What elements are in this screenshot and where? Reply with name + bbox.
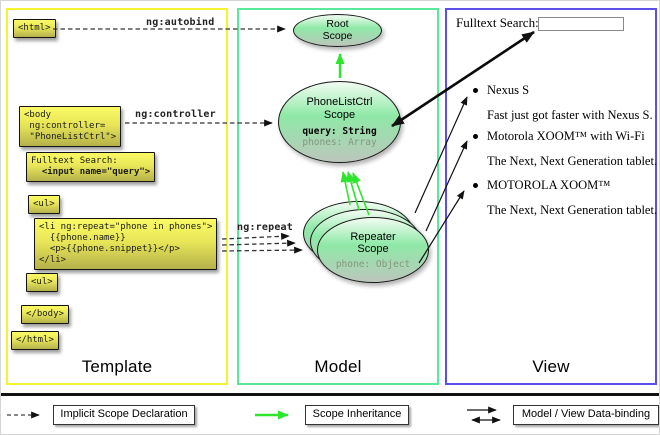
code-box-body-close: </body> (21, 305, 69, 324)
repeater-scope-ellipse: Repeater Scope phone: Object (317, 217, 429, 283)
view-item-name: Nexus S (487, 83, 530, 97)
view-item-desc: Fast just got faster with Nexus S. (487, 108, 653, 122)
code-box-ul-open: <ul> (28, 195, 60, 214)
phonelistctrl-scope-title: PhoneListCtrl Scope (306, 96, 373, 121)
legend-separator (1, 393, 659, 396)
legend-data-binding-label: Model / View Data-binding (513, 405, 659, 425)
scope-prop-phones: phones: Array (302, 137, 377, 148)
bullet-icon (473, 88, 478, 93)
model-panel (237, 8, 439, 385)
scope-prop-query: query: String (302, 126, 377, 137)
code-box-html-open: <html> (13, 19, 56, 38)
repeater-scope-title: Repeater Scope (350, 230, 396, 256)
scope-prop-phone: phone: Object (335, 258, 411, 270)
bullet-icon (473, 183, 478, 188)
fulltext-search-input[interactable] (538, 17, 624, 31)
label-ng-repeat: ng:repeat (237, 222, 293, 233)
view-item-name: MOTOROLA XOOM™ (487, 178, 611, 192)
model-panel-title: Model (314, 357, 362, 376)
view-item-motorola-xoom-wifi: Motorola XOOM™ with Wi-Fi The Next, Next… (473, 129, 657, 169)
view-panel-title: View (532, 357, 570, 376)
code-box-fulltext: Fulltext Search: <input name="query"> (26, 152, 156, 182)
legend-implicit-scope-label: Implicit Scope Declaration (53, 405, 195, 425)
root-scope-ellipse: Root Scope (293, 14, 382, 47)
view-item-name: Motorola XOOM™ with Wi-Fi (487, 129, 645, 143)
code-box-li-repeat: <li ng:repeat="phone in phones"> {{phone… (34, 218, 218, 270)
template-panel-title: Template (81, 357, 153, 376)
code-fulltext-label: Fulltext Search: (31, 156, 118, 166)
legend-binding-arrows (467, 406, 501, 424)
legend-scope-inheritance-label: Scope Inheritance (305, 405, 409, 425)
fulltext-search-label: Fulltext Search: (456, 15, 539, 30)
view-item-desc: The Next, Next Generation tablet. (487, 203, 658, 217)
view-item-nexus: Nexus S Fast just got faster with Nexus … (473, 83, 653, 123)
bullet-icon (473, 134, 478, 139)
code-box-ul-close: <ul> (26, 273, 58, 292)
code-fulltext-input: <input name="query"> (31, 167, 151, 177)
code-box-body-open: <body ng:controller= "PhoneListCtrl"> (19, 106, 122, 147)
view-item-desc: The Next, Next Generation tablet. (487, 154, 658, 168)
root-scope-title: Root Scope (322, 18, 353, 42)
phonelistctrl-scope-ellipse: PhoneListCtrl Scope query: String phones… (278, 81, 401, 163)
label-ng-autobind: ng:autobind (146, 17, 215, 28)
view-item-motorola-xoom: MOTOROLA XOOM™ The Next, Next Generation… (473, 178, 657, 218)
code-box-html-close: </html> (11, 331, 59, 350)
label-ng-controller: ng:controller (135, 109, 216, 120)
